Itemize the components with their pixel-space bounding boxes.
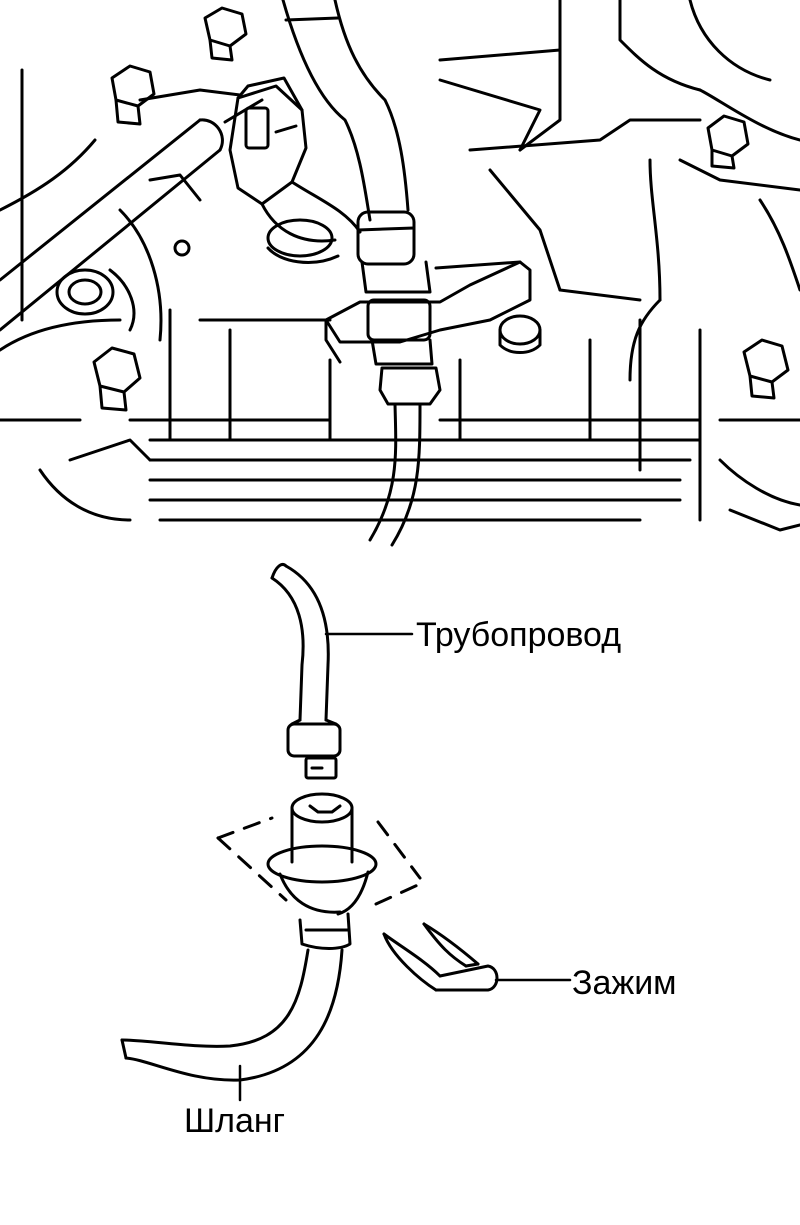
label-clamp: Зажим (572, 964, 677, 1002)
hose-part (120, 948, 344, 1082)
housing-casting-right (438, 0, 800, 532)
bolt-top-center (203, 6, 248, 62)
bolt-lower-left (92, 346, 142, 412)
bolt-right-upper (706, 114, 750, 170)
engine-assembly-view (0, 0, 800, 547)
bolt-right-lower (742, 338, 790, 400)
bolt-upper-left (110, 64, 156, 126)
label-hose: Шланг (184, 1102, 286, 1140)
label-pipe: Трубопровод (416, 616, 622, 654)
hose-fitting-part (216, 792, 422, 950)
brake-pipe-part (270, 563, 342, 780)
clamp-part (382, 922, 499, 992)
hose-from-top (281, 0, 410, 222)
housing-casting-left (0, 68, 242, 522)
bolt-center-right (498, 314, 542, 354)
housing-ribs (128, 308, 702, 522)
leader-lines (238, 632, 572, 1102)
hose-lower (368, 402, 422, 547)
sensor-connector (228, 76, 362, 264)
diagonal-pipe (0, 98, 264, 332)
port-fitting-left (55, 239, 191, 332)
hose-bracket-assembly (324, 210, 532, 406)
exploded-view (120, 563, 572, 1102)
